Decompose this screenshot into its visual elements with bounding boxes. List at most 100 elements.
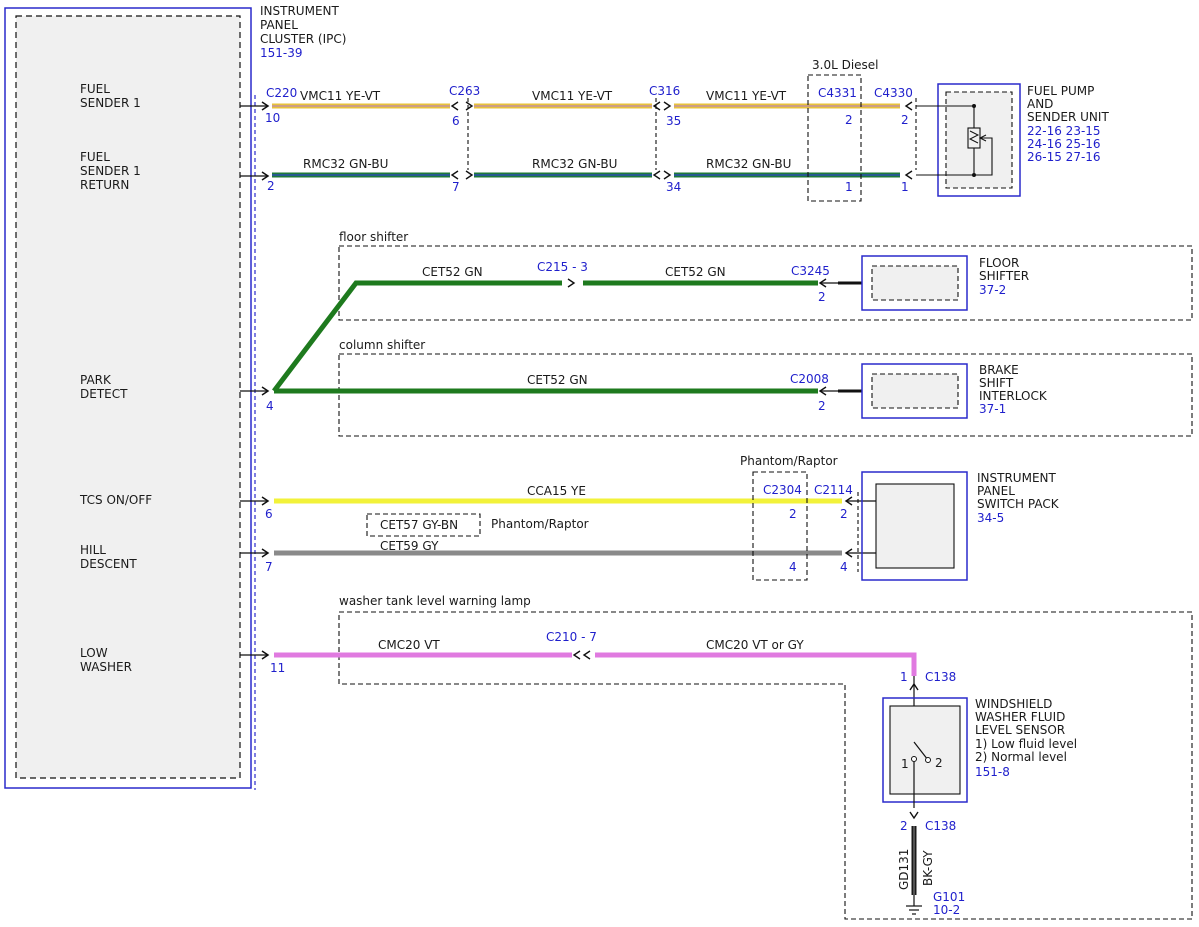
pin-2-c2304: 2 bbox=[789, 507, 797, 521]
ipc-pin-stubs bbox=[240, 105, 268, 656]
diesel-group-box bbox=[807, 74, 862, 202]
pin-11: 11 bbox=[270, 661, 285, 675]
pin-2-c220: 2 bbox=[267, 179, 275, 193]
pin-label-hill-1: HILL bbox=[80, 543, 106, 557]
wiper-arrow bbox=[978, 134, 987, 142]
ground-connector-mark bbox=[909, 811, 919, 820]
wire-label-gd131: GD131 bbox=[897, 849, 911, 890]
shifter-stubs bbox=[820, 281, 862, 393]
fuel-connector-marks bbox=[450, 101, 913, 180]
fuel-pump-module[interactable]: FUEL PUMP AND SENDER UNIT 22-16 23-15 24… bbox=[916, 83, 1109, 197]
switch-pack-title-2: PANEL bbox=[977, 484, 1015, 498]
fuel-pump-ref-3: 26-15 27-16 bbox=[1027, 150, 1101, 164]
brake-interlock-inner bbox=[871, 373, 959, 409]
fuel-pump-ref-1: 22-16 23-15 bbox=[1027, 124, 1101, 138]
washer-sensor-title-3: LEVEL SENSOR bbox=[975, 723, 1065, 737]
pin-2-c4330: 2 bbox=[901, 113, 909, 127]
brake-interlock-title-3: INTERLOCK bbox=[979, 389, 1048, 403]
ipc-title-1: INSTRUMENT bbox=[260, 4, 339, 18]
wire-label-cet52-a: CET52 GN bbox=[422, 265, 483, 279]
pin-35: 35 bbox=[666, 114, 681, 128]
conn-c220: C220 bbox=[266, 86, 297, 100]
washer-sensor-title-1: WINDSHIELD bbox=[975, 697, 1052, 711]
wire-label-cet59: CET59 GY bbox=[380, 539, 439, 553]
switch-pack-title-1: INSTRUMENT bbox=[977, 471, 1056, 485]
conn-c138-bottom: C138 bbox=[925, 819, 956, 833]
conn-c210: C210 - 7 bbox=[546, 630, 597, 644]
pin-label-washer-1: LOW bbox=[80, 646, 108, 660]
wire-label-cet52-c: CET52 GN bbox=[527, 373, 588, 387]
switch-pack-ref: 34-5 bbox=[977, 511, 1004, 525]
floor-shifter-ref: 37-2 bbox=[979, 283, 1006, 297]
pin-2-c2008: 2 bbox=[818, 399, 826, 413]
conn-c4330: C4330 bbox=[874, 86, 913, 100]
pin-2-c2114: 2 bbox=[840, 507, 848, 521]
junction-dot-2 bbox=[972, 173, 976, 177]
brake-interlock-ref: 37-1 bbox=[979, 402, 1006, 416]
ipc-title-3: CLUSTER (IPC) bbox=[260, 32, 346, 46]
conn-c3245: C3245 bbox=[791, 264, 830, 278]
fuel-pump-wiper bbox=[974, 137, 993, 176]
switch-pack-module[interactable]: INSTRUMENT PANEL SWITCH PACK 34-5 bbox=[861, 471, 1060, 581]
brake-interlock-title-1: BRAKE bbox=[979, 363, 1019, 377]
wire-label-rmc32-a: RMC32 GN-BU bbox=[303, 157, 388, 171]
switch-connector-marks bbox=[844, 496, 853, 558]
junction-dot-1 bbox=[972, 104, 976, 108]
phantom-raptor-note: Phantom/Raptor bbox=[491, 517, 589, 531]
pin-label-hill-2: DESCENT bbox=[80, 557, 137, 571]
fuel-pump-title-1: FUEL PUMP bbox=[1027, 84, 1094, 98]
brake-interlock-outer bbox=[861, 363, 968, 419]
pin-34: 34 bbox=[666, 180, 681, 194]
conn-c138-top: C138 bbox=[925, 670, 956, 684]
fuel-pump-title-3: SENDER UNIT bbox=[1027, 110, 1109, 124]
pin-label-park-2: DETECT bbox=[80, 387, 128, 401]
brake-interlock-module[interactable]: BRAKE SHIFT INTERLOCK 37-1 bbox=[861, 363, 1048, 419]
phantom-raptor-group-label: Phantom/Raptor bbox=[740, 454, 838, 468]
sensor-pin-1-label: 1 bbox=[901, 757, 909, 771]
wire-label-rmc32-b: RMC32 GN-BU bbox=[532, 157, 617, 171]
pin-label-park-1: PARK bbox=[80, 373, 112, 387]
washer-sensor-ref: 151-8 bbox=[975, 765, 1010, 779]
floor-shifter-group-box bbox=[338, 245, 1193, 321]
wire-label-cmc20-a: CMC20 VT bbox=[378, 638, 440, 652]
washer-sensor-title-5: 2) Normal level bbox=[975, 750, 1067, 764]
wire-cmc20 bbox=[274, 652, 917, 676]
floor-shifter-inner bbox=[871, 265, 959, 301]
pin-6-c263: 6 bbox=[452, 114, 460, 128]
pin-7-c263: 7 bbox=[452, 180, 460, 194]
sensor-switch-blade bbox=[913, 741, 929, 761]
conn-c2114: C2114 bbox=[814, 483, 853, 497]
washer-sensor-outer bbox=[882, 697, 968, 803]
resistor-zigzag bbox=[968, 130, 980, 144]
wire-label-cmc20-b: CMC20 VT or GY bbox=[706, 638, 804, 652]
ipc-module[interactable]: INSTRUMENT PANEL CLUSTER (IPC) 151-39 FU… bbox=[4, 4, 346, 790]
pin-1-c4330: 1 bbox=[901, 180, 909, 194]
pin-2-c3245: 2 bbox=[818, 290, 826, 304]
ipc-outer-box bbox=[4, 7, 252, 789]
washer-sensor-inner bbox=[889, 705, 961, 795]
sensor-pin-2-label: 2 bbox=[935, 756, 943, 770]
fuel-pump-inner bbox=[945, 91, 1013, 189]
pin-label-washer-2: WASHER bbox=[80, 660, 132, 674]
diesel-group-label: 3.0L Diesel bbox=[812, 58, 879, 72]
pin-4-c2114: 4 bbox=[840, 560, 848, 574]
floor-shifter-group-label: floor shifter bbox=[339, 230, 408, 244]
switch-pack-title-3: SWITCH PACK bbox=[977, 497, 1060, 511]
ipc-inner-box bbox=[15, 15, 241, 779]
floor-shifter-module[interactable]: FLOOR SHIFTER 37-2 bbox=[861, 255, 1029, 311]
fuel-pump-title-2: AND bbox=[1027, 97, 1053, 111]
sensor-contact-2 bbox=[925, 757, 931, 763]
pin-2-c4331: 2 bbox=[845, 113, 853, 127]
cet57-optional-box bbox=[366, 513, 481, 537]
washer-sensor-module[interactable]: 1 2 WINDSHIELD WASHER FLUID LEVEL SENSOR… bbox=[882, 697, 1077, 808]
fuel-pump-ref-2: 24-16 25-16 bbox=[1027, 137, 1101, 151]
conn-c2304: C2304 bbox=[763, 483, 802, 497]
switch-pack-outer bbox=[861, 471, 968, 581]
washer-sensor-title-4: 1) Low fluid level bbox=[975, 737, 1077, 751]
switch-stubs bbox=[846, 500, 876, 554]
fuel-connector-dashes bbox=[467, 98, 917, 170]
wire-label-vmc11-b: VMC11 YE-VT bbox=[532, 89, 613, 103]
column-shifter-group-box bbox=[338, 353, 1193, 437]
pin-7-c220: 7 bbox=[265, 560, 273, 574]
